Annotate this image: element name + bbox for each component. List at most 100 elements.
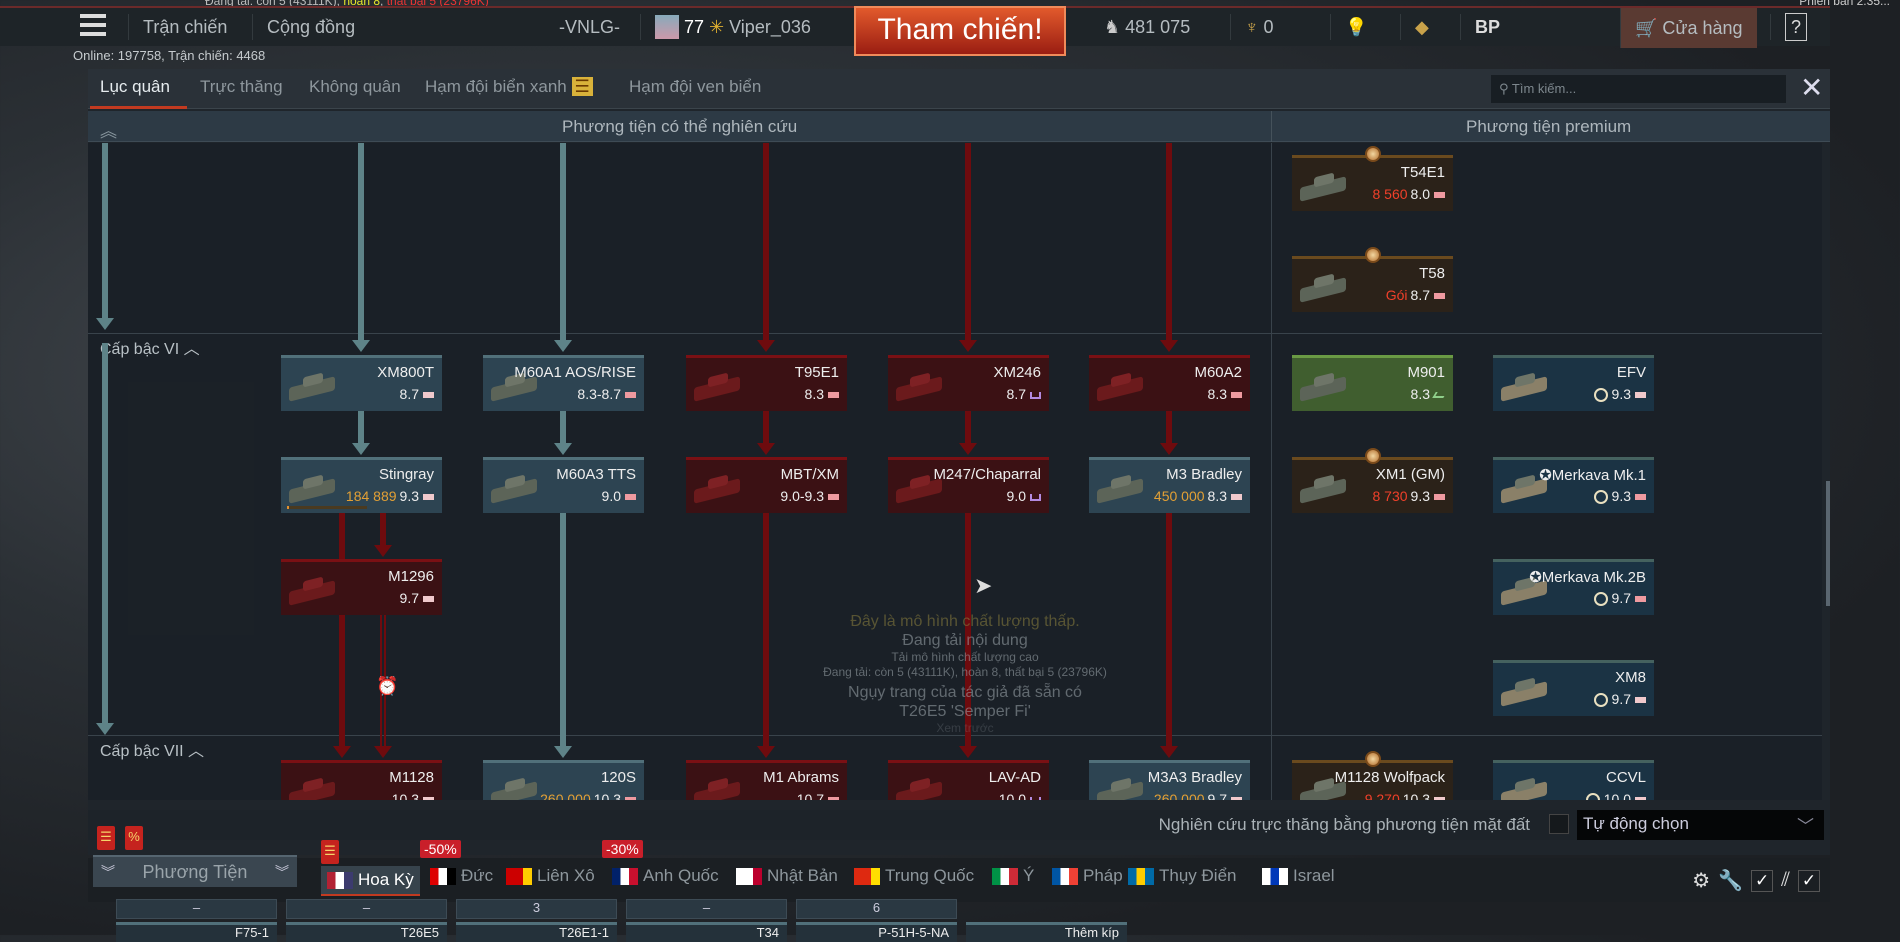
- ammo-checkbox[interactable]: ✓: [1798, 869, 1820, 892]
- tree-connector: [560, 513, 566, 746]
- vehicle-thumbnail: [694, 472, 742, 502]
- nation-tab[interactable]: Đức: [430, 866, 493, 886]
- battle-rating: 9.0: [601, 488, 621, 504]
- username: Viper_036: [729, 17, 811, 37]
- heli-research-checkbox[interactable]: [1549, 814, 1569, 834]
- crew-slot[interactable]: –T26E5: [286, 899, 447, 942]
- vehicle-thumbnail: [491, 775, 539, 800]
- tree-scrollbar[interactable]: [1826, 481, 1830, 606]
- battle-rating: 9.0-9.3: [780, 488, 824, 504]
- nation-tab[interactable]: Liên Xô: [506, 866, 595, 886]
- menu-battles[interactable]: Trận chiến: [128, 14, 241, 40]
- nation-tab[interactable]: Nhật Bản: [736, 866, 838, 886]
- vehicle-price: 260 000: [1153, 791, 1205, 800]
- tab-helicopters[interactable]: Trực thăng: [200, 77, 283, 96]
- auto-select-dropdown[interactable]: Tự động chọn﹀: [1577, 810, 1824, 840]
- tab-bluewater[interactable]: Hạm đội biển xanh ☰: [425, 77, 593, 97]
- battle-rating: 9.3: [1410, 488, 1430, 504]
- squadron-tag[interactable]: -VNLG-: [559, 17, 621, 37]
- warbonds-icon[interactable]: ◆: [1400, 14, 1443, 40]
- alarm-clock-icon: ⏰: [376, 676, 399, 696]
- crew-slot[interactable]: Thêm kíp: [966, 899, 1127, 942]
- mouse-cursor: ➤: [974, 573, 993, 598]
- player-level: 77: [684, 17, 705, 37]
- close-icon[interactable]: ✕: [1800, 72, 1824, 103]
- nation-tab[interactable]: Israel: [1262, 866, 1335, 886]
- tab-aircraft[interactable]: Không quân: [309, 77, 401, 96]
- nation-tab[interactable]: Trung Quốc: [854, 866, 974, 886]
- premium-medal-icon: [1364, 751, 1381, 767]
- vehicle-thumbnail: [1300, 170, 1348, 200]
- silver-lions[interactable]: ♞481 075: [1090, 14, 1204, 40]
- help-button[interactable]: ?: [1770, 13, 1821, 41]
- vehicle-name: M60A2: [1194, 364, 1242, 381]
- light-class-icon: [1635, 797, 1646, 800]
- crew-slot[interactable]: –T34: [626, 899, 787, 942]
- menu-community[interactable]: Cộng đồng: [252, 14, 369, 40]
- nation-tab[interactable]: Hoa Kỳ: [321, 866, 420, 896]
- nation-tab[interactable]: Thụy Điển: [1128, 866, 1236, 886]
- arrow-down-icon: [96, 318, 114, 330]
- vehicles-toggle[interactable]: ︾Phương Tiện︾: [93, 855, 297, 887]
- rank-vii-label[interactable]: Cấp bậc VII ︿: [100, 743, 205, 760]
- battle-rating: 8.3: [804, 386, 824, 402]
- vehicle-thumbnail: [1097, 370, 1145, 400]
- collapse-all-icon[interactable]: ︽: [100, 122, 117, 141]
- search-input[interactable]: ⚲ Tìm kiếm...: [1491, 75, 1786, 103]
- nation-tab[interactable]: Ý: [992, 866, 1034, 886]
- rank-vi-label[interactable]: Cấp bậc VI ︿: [100, 341, 200, 358]
- tab-coastal[interactable]: Hạm đội ven biển: [629, 77, 762, 96]
- ammo-icon[interactable]: ⫽: [1781, 869, 1790, 891]
- arrow-down-icon: [1160, 746, 1178, 758]
- battle-button[interactable]: Tham chiến!: [854, 6, 1066, 56]
- profile-button[interactable]: 77 ✳ Viper_036: [640, 14, 825, 40]
- medium-class-icon: [828, 392, 839, 399]
- lightbulb-icon[interactable]: 💡: [1330, 14, 1381, 40]
- nation-tab[interactable]: Pháp: [1052, 866, 1123, 886]
- discount-tag-icon: %: [125, 826, 143, 850]
- crew-slot[interactable]: –F75-1: [116, 899, 277, 942]
- arrow-down-icon: [352, 443, 370, 455]
- nation-tab[interactable]: Anh Quốc: [612, 866, 719, 886]
- light-class-icon: [423, 494, 434, 501]
- battlepass-icon[interactable]: BP: [1460, 14, 1514, 40]
- gear-icon[interactable]: ⚙: [1692, 870, 1711, 892]
- loading-status: Đang tải: còn 5 (43111K), hoàn 8, thất b…: [205, 0, 489, 8]
- repair-checkbox[interactable]: ✓: [1751, 869, 1774, 892]
- hamburger-menu-icon[interactable]: [80, 14, 106, 36]
- golden-eagles[interactable]: ♆0: [1230, 14, 1288, 40]
- tab-ground[interactable]: Lục quân: [100, 77, 170, 96]
- vehicle-thumbnail: [1501, 675, 1549, 705]
- shop-button[interactable]: 🛒Cửa hàng: [1620, 8, 1757, 48]
- wrench-icon[interactable]: 🔧: [1718, 870, 1744, 892]
